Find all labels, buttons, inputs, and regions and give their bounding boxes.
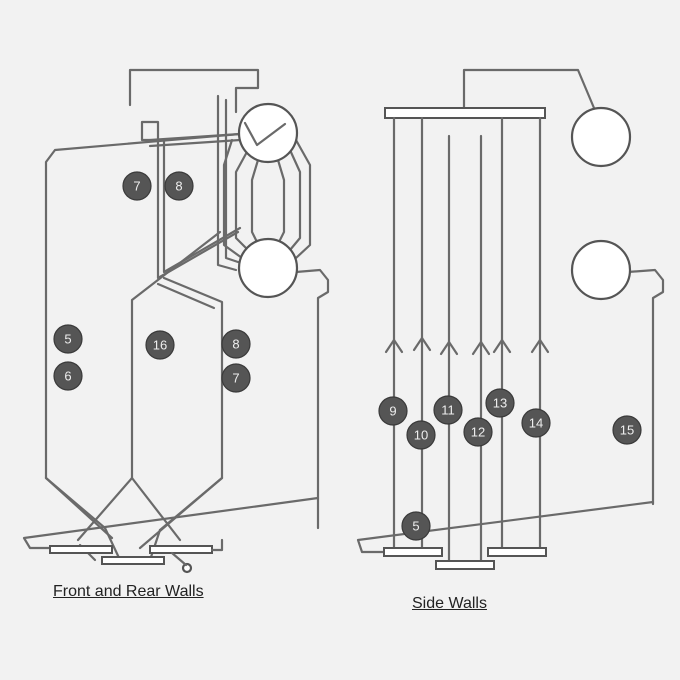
top-header: [384, 107, 546, 119]
steam-drum-side: [570, 106, 632, 168]
flow-arrow-icon: [412, 336, 432, 352]
marker-front-8-top: 8: [164, 171, 194, 201]
marker-side-11: 11: [433, 395, 463, 425]
svg-text:7: 7: [133, 179, 140, 194]
marker-front-6: 6: [53, 361, 83, 391]
caption-front-rear-walls: Front and Rear Walls: [53, 583, 204, 600]
marker-side-9: 9: [378, 396, 408, 426]
svg-text:6: 6: [64, 369, 71, 384]
steam-drum-front: [237, 102, 299, 164]
svg-text:11: 11: [441, 403, 455, 418]
marker-front-7-top: 7: [122, 171, 152, 201]
marker-side-14: 14: [521, 408, 551, 438]
marker-side-5: 5: [401, 511, 431, 541]
svg-text:14: 14: [529, 416, 543, 431]
svg-text:8: 8: [232, 337, 239, 352]
svg-text:5: 5: [412, 519, 419, 534]
marker-front-8-mid: 8: [221, 329, 251, 359]
flow-arrow-icon: [471, 340, 491, 356]
front-rear-walls-schematic: 7 8 5 6 16 8 7: [22, 68, 330, 574]
marker-front-7-mid: 7: [221, 363, 251, 393]
marker-front-16: 16: [145, 330, 175, 360]
caption-side-walls: Side Walls: [412, 595, 487, 612]
flow-arrow-icon: [492, 338, 512, 354]
marker-side-13: 13: [485, 388, 515, 418]
marker-side-15: 15: [612, 415, 642, 445]
svg-text:7: 7: [232, 371, 239, 386]
svg-text:9: 9: [389, 404, 396, 419]
svg-text:16: 16: [153, 338, 167, 353]
side-walls-schematic: 9 10 11 12 13 14 15 5: [356, 68, 665, 570]
svg-text:10: 10: [414, 428, 428, 443]
svg-text:5: 5: [64, 332, 71, 347]
svg-text:8: 8: [175, 179, 182, 194]
flow-arrow-icon: [384, 338, 404, 354]
svg-text:15: 15: [620, 423, 634, 438]
svg-text:13: 13: [493, 396, 507, 411]
mud-drum-side: [570, 239, 632, 301]
marker-side-10: 10: [406, 420, 436, 450]
marker-front-5: 5: [53, 324, 83, 354]
mud-drum-front: [237, 237, 299, 299]
svg-text:12: 12: [471, 425, 485, 440]
marker-side-12: 12: [463, 417, 493, 447]
flow-arrow-icon: [439, 340, 459, 356]
flow-arrow-icon: [530, 338, 550, 354]
